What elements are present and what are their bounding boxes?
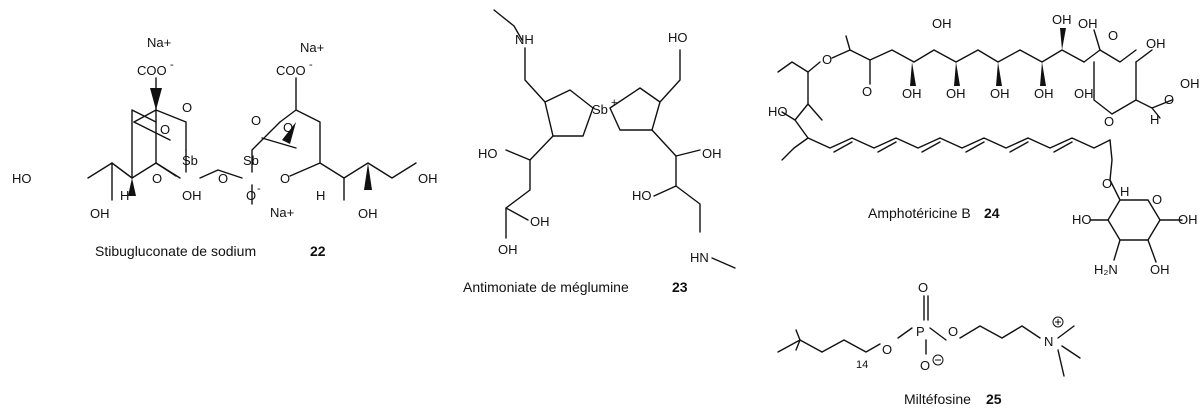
phosphorus-label: P	[916, 324, 925, 339]
oxygen-label: O	[918, 280, 928, 295]
oxygen-label: O	[1164, 92, 1174, 107]
hydroxyl-label: OH	[1074, 86, 1094, 101]
na-plus-label: Na+	[300, 40, 324, 55]
positive-charge-icon	[1052, 316, 1064, 328]
hydroxyl-label: OH	[90, 206, 110, 221]
amine-label: HN	[690, 250, 709, 265]
carboxylate-label: COO	[276, 63, 306, 78]
oxygen-label: O	[1152, 192, 1162, 207]
hydroxyl-label: OH	[418, 171, 438, 186]
hydroxyl-label: OH	[932, 16, 952, 31]
compound-24: OH OH OH OH O HO O O OH OH OH OH OH O H …	[768, 12, 1200, 277]
carboxylate-label: COO	[137, 63, 167, 78]
hydrogen-label: H	[1120, 184, 1129, 199]
hydrogen-label: H	[316, 188, 325, 203]
hydroxyl-label: OH	[946, 86, 966, 101]
na-plus-label: Na+	[270, 205, 294, 220]
oxygen-label: O	[948, 324, 958, 339]
compound-number: 25	[986, 391, 1002, 407]
oxide-label: O	[920, 358, 930, 373]
hydrogen-label: H	[1150, 112, 1159, 127]
hydrogen-label: H	[120, 188, 129, 203]
oxygen-label: O	[882, 342, 892, 357]
compound-number: 22	[310, 243, 326, 259]
oxide-label: O	[246, 188, 256, 203]
antimony-label: Sb	[243, 153, 259, 168]
charge-superscript: -	[170, 59, 174, 71]
compound-number: 23	[672, 279, 688, 295]
compound-22: Na+ Na+ Na+ COO - COO - O O O O O O O Sb…	[12, 35, 438, 259]
hydroxyl-label: HO	[478, 146, 498, 161]
hydroxyl-label: OH	[1052, 12, 1072, 27]
oxygen-label: O	[182, 100, 192, 115]
hydroxyl-label: OH	[1078, 16, 1098, 31]
hydroxyl-label: OH	[1034, 86, 1054, 101]
hydroxyl-label: HO	[12, 171, 32, 186]
compound-23: NH HO Sb + HO OH OH OH HO HN Antimoniate…	[463, 9, 736, 295]
oxygen-label: O	[160, 122, 170, 137]
charge-superscript: +	[611, 97, 617, 109]
oxygen-label: O	[1104, 114, 1114, 129]
compound-name: Miltéfosine	[904, 391, 971, 407]
hydroxyl-label: OH	[358, 206, 378, 221]
oxygen-label: O	[1108, 28, 1118, 43]
hydroxyl-label: OH	[1178, 212, 1198, 227]
repeat-subscript: 14	[856, 359, 868, 371]
na-plus-label: Na+	[147, 35, 171, 50]
hydroxyl-label: HO	[668, 30, 688, 45]
hydroxyl-label: OH	[990, 86, 1010, 101]
negative-charge-icon	[932, 354, 944, 366]
oxygen-label: O	[283, 120, 293, 135]
hydroxyl-label: OH	[498, 242, 518, 257]
compound-name: Stibugluconate de sodium	[95, 243, 256, 259]
hydroxyl-label: OH	[1180, 76, 1200, 91]
antimony-label: Sb	[182, 153, 198, 168]
oxygen-label: O	[822, 52, 832, 67]
oxygen-label: O	[1102, 176, 1112, 191]
hydroxyl-label: HO	[768, 104, 788, 119]
hydroxyl-label: OH	[1146, 36, 1166, 51]
oxygen-label: O	[218, 171, 228, 186]
hydroxyl-label: HO	[1072, 212, 1092, 227]
compound-name: Antimoniate de méglumine	[463, 279, 629, 295]
antimony-label: Sb	[592, 102, 608, 117]
oxygen-label: O	[251, 113, 261, 128]
amine-label: H₂N	[1094, 262, 1118, 277]
hydroxyl-label: OH	[902, 86, 922, 101]
hydroxyl-label: OH	[702, 146, 722, 161]
hydroxyl-label: HO	[632, 188, 652, 203]
charge-superscript: -	[309, 59, 313, 71]
hydroxyl-label: OH	[182, 188, 202, 203]
compound-25: 14 O P O O O N Miltéfosine 25	[777, 280, 1081, 407]
charge-superscript: -	[257, 183, 261, 195]
compound-number: 24	[984, 205, 1000, 221]
hydroxyl-label: OH	[1150, 262, 1170, 277]
nitrogen-label: N	[1044, 334, 1053, 349]
oxygen-label: O	[862, 84, 872, 99]
compound-name: Amphotéricine B	[868, 205, 971, 221]
amine-label: NH	[515, 32, 534, 47]
oxygen-label: O	[152, 171, 162, 186]
oxygen-label: O	[280, 171, 290, 186]
hydroxyl-label: OH	[530, 214, 550, 229]
